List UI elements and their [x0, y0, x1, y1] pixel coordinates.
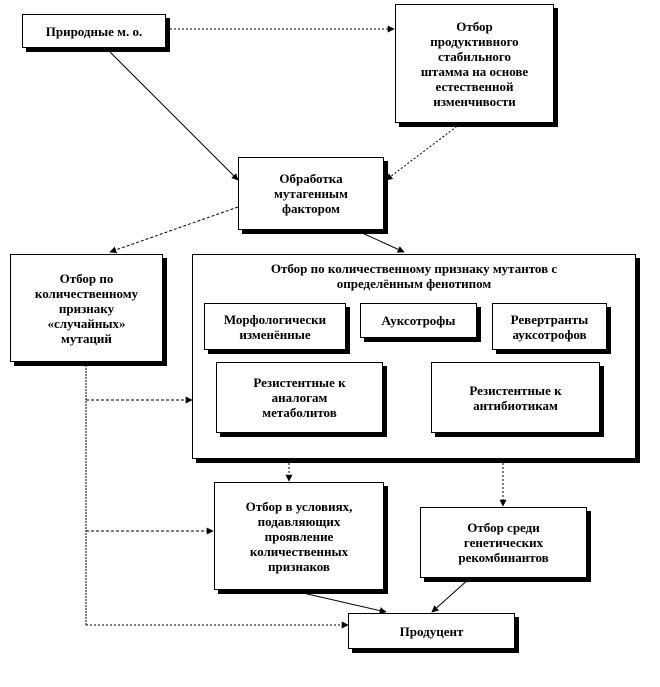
node-resist-analog: Резистентные к аналогам метаболитов	[216, 362, 383, 433]
node-revertants-label: Ревертранты ауксотрофов	[510, 311, 589, 342]
node-recombinants-label: Отбор среди генетических рекомбинантов	[458, 520, 549, 565]
node-suppress-conditions-label: Отбор в условиях, подавляющих проявление…	[245, 498, 353, 574]
node-producer: Продуцент	[348, 613, 515, 649]
node-revertants: Ревертранты ауксотрофов	[492, 303, 607, 350]
arrow-natural-to-mutagen	[109, 51, 239, 181]
node-random-mutations-label: Отбор по количественному признаку «случа…	[34, 270, 139, 346]
node-morph: Морфологически изменённые	[204, 303, 346, 350]
node-selection-natural-label: Отбор продуктивного стабильного штамма н…	[420, 18, 529, 109]
node-auxotrophs-label: Ауксотрофы	[381, 313, 456, 328]
node-selection-natural: Отбор продуктивного стабильного штамма н…	[395, 4, 554, 123]
node-recombinants: Отбор среди генетических рекомбинантов	[420, 507, 587, 578]
node-morph-label: Морфологически изменённые	[223, 311, 327, 342]
node-mutagen-label: Обработка мутагенным фактором	[274, 171, 348, 216]
arrow-mutagen-to-random	[109, 206, 239, 254]
arrow-recombinants-to-producer	[431, 577, 471, 613]
node-mutagen: Обработка мутагенным фактором	[238, 157, 384, 230]
node-suppress-conditions: Отбор в условиях, подавляющих проявление…	[214, 482, 384, 590]
arrow-suppress-to-producer	[289, 589, 387, 615]
node-resist-antibiotic: Резистентные к антибиотикам	[431, 362, 600, 433]
node-resist-antibiotic-label: Резистентные к антибиотикам	[469, 382, 562, 413]
node-phenotype-group-label: Отбор по количественному признаку мутант…	[270, 261, 558, 291]
node-natural: Природные м. о.	[22, 14, 166, 48]
node-producer-label: Продуцент	[399, 623, 464, 639]
node-natural-label: Природные м. о.	[45, 23, 143, 39]
arrow-selection-to-mutagen	[385, 123, 461, 181]
node-resist-analog-label: Резистентные к аналогам метаболитов	[253, 375, 346, 420]
node-auxotrophs: Ауксотрофы	[360, 303, 477, 338]
node-random-mutations: Отбор по количественному признаку «случа…	[10, 254, 163, 362]
arrow-mutagen-to-phenotype	[359, 231, 405, 253]
